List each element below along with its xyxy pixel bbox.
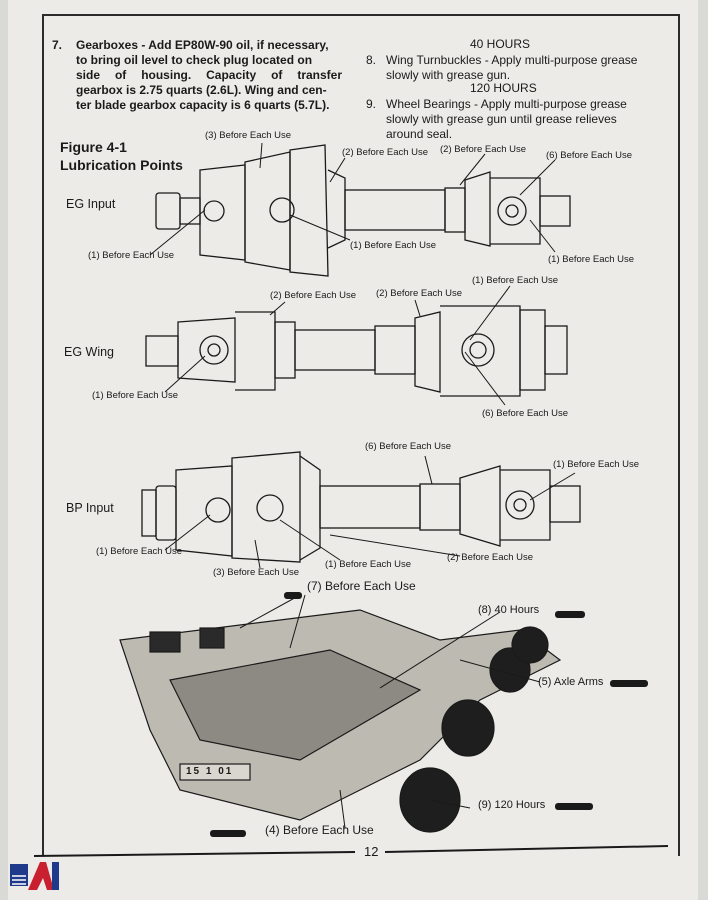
callout-label: (2) Before Each Use <box>270 290 357 301</box>
page-number: 12 <box>360 844 383 859</box>
bp-input-driveline <box>141 451 581 563</box>
callout-label: (2) Before Each Use <box>342 147 429 158</box>
callout-label: (7) Before Each Use <box>307 579 416 593</box>
figure-number: Figure 4-1 <box>60 139 127 155</box>
callout-label: (1) Before Each Use <box>88 250 175 261</box>
item7-heading: Gearboxes - Add EP80W-90 oil, if necessa… <box>76 38 329 52</box>
item8-number: 8. <box>366 53 377 67</box>
callout-label: (5) Axle Arms <box>538 676 604 688</box>
callout-label: (6) Before Each Use <box>365 441 452 452</box>
mower-decal: 15 1 01 <box>186 766 234 777</box>
eg-input-label: EG Input <box>66 197 116 211</box>
item9-number: 9. <box>366 97 377 111</box>
callout-label: (2) Before Each Use <box>376 288 463 299</box>
eg-wing-driveline <box>145 305 568 397</box>
callout-label: (6) Before Each Use <box>546 150 633 161</box>
callout-label: (1) Before Each Use <box>92 390 179 401</box>
mower-illustration <box>119 609 562 833</box>
hours120-heading: 120 HOURS <box>470 81 537 95</box>
figure-title: Figure 4-1 Lubrication Points <box>60 138 183 174</box>
item7-number: 7. <box>52 38 63 52</box>
item7-line: side of housing. Capacity of transfer <box>76 68 342 82</box>
callout-label: (1) Before Each Use <box>548 254 635 265</box>
callout-label: (3) Before Each Use <box>205 130 292 141</box>
callout-label: (2) Before Each Use <box>447 552 534 563</box>
bp-input-label: BP Input <box>66 501 114 515</box>
callout-label: (1) Before Each Use <box>472 275 559 286</box>
item7: 7. Gearboxes - Add EP80W-90 oil, if nece… <box>52 38 342 113</box>
callout-leaders <box>149 142 576 829</box>
callout-label: (1) Before Each Use <box>553 459 640 470</box>
page-border <box>42 14 680 856</box>
callout-label: (3) Before Each Use <box>213 567 300 578</box>
callout-label: (8) 40 Hours <box>478 604 540 616</box>
callout-label: (6) Before Each Use <box>482 408 569 419</box>
item8-line: slowly with grease gun. <box>386 68 511 82</box>
figure-caption: Lubrication Points <box>60 157 183 173</box>
hours40-heading: 40 HOURS <box>470 37 531 51</box>
callout-label: (4) Before Each Use <box>265 823 374 837</box>
callout-label: (9) 120 Hours <box>478 799 546 811</box>
callout-label: (1) Before Each Use <box>325 559 412 570</box>
item9: 9. Wheel Bearings - Apply multi-purpose … <box>366 97 646 142</box>
eg-input-driveline <box>155 144 571 277</box>
eg-wing-label: EG Wing <box>64 345 115 359</box>
grease-gun-icon <box>210 592 648 837</box>
item9-line: around seal. <box>386 127 453 141</box>
callout-label: (2) Before Each Use <box>440 144 527 155</box>
item8-line: Wing Turnbuckles - Apply multi-purpose g… <box>386 53 638 67</box>
auction-logo <box>10 862 59 890</box>
item9-line: slowly with grease gun until grease reli… <box>386 112 617 126</box>
item7-line: gearbox is 2.75 quarts (2.6L). Wing and … <box>76 83 327 97</box>
item7-line: ter blade gearbox capacity is 6 quarts (… <box>76 98 330 112</box>
item9-line: Wheel Bearings - Apply multi-purpose gre… <box>386 97 627 111</box>
callout-label: (1) Before Each Use <box>350 240 437 251</box>
item7-line: to bring oil level to check plug located… <box>76 53 313 67</box>
item8: 8. Wing Turnbuckles - Apply multi-purpos… <box>366 53 646 83</box>
callout-label: (1) Before Each Use <box>96 546 183 557</box>
